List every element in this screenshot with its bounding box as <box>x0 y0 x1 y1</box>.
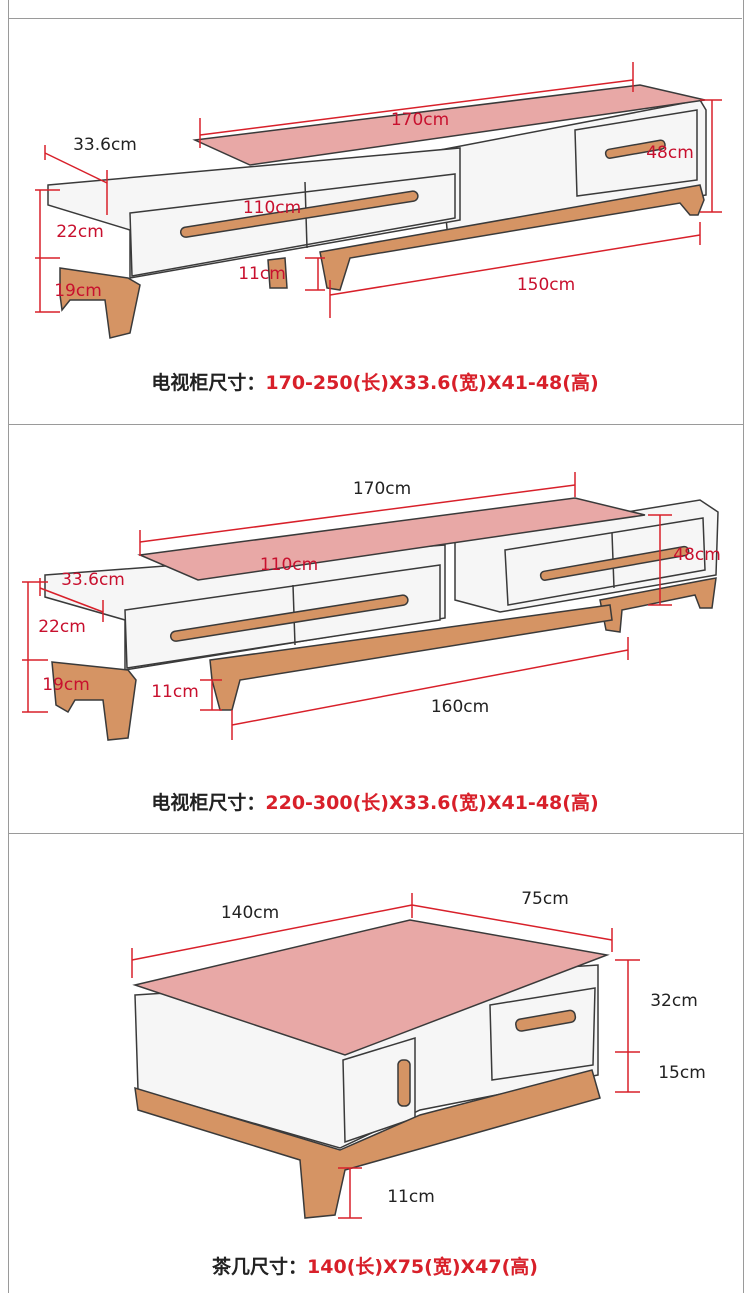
right-drawer-handle <box>604 139 666 159</box>
table-drawer-right <box>489 987 596 1081</box>
right-base-frame <box>319 184 705 291</box>
dim-2-depth: 33.6cm <box>61 570 125 590</box>
left-base-frame-2 <box>209 604 613 711</box>
dim-3-gap: 11cm <box>387 1187 435 1207</box>
caption-3: 茶几尺寸：140(长)X75(宽)X47(高) <box>0 1252 750 1279</box>
caption-2-value: 220-300(长)X33.6(宽)X41-48(高) <box>265 792 599 814</box>
tv-cabinet-1-drawing: 170cm 33.6cm 48cm 110cm 22cm 19cm 11cm 1… <box>35 62 722 339</box>
tv-cabinet-2-drawing: 170cm 33.6cm 48cm 110cm 22cm 19cm 11cm 1… <box>22 472 721 741</box>
coffee-table-drawing: 140cm 75cm 32cm 15cm 11cm <box>131 889 706 1219</box>
coffee-table-panel <box>8 834 744 1293</box>
caption-1: 电视柜尺寸：170-250(长)X33.6(宽)X41-48(高) <box>0 368 750 395</box>
table-base-frame <box>134 1069 601 1219</box>
dim-1-drawer: 110cm <box>243 198 301 218</box>
dim-3-lower: 15cm <box>658 1063 706 1083</box>
dim-1-gap: 11cm <box>238 264 286 284</box>
dim-1-height: 48cm <box>646 143 694 163</box>
left-drawer-handle-2 <box>169 594 409 642</box>
dim-2-upper: 22cm <box>38 617 86 637</box>
table-top-surface <box>132 919 610 1056</box>
dim-2-gap: 11cm <box>151 682 199 702</box>
caption-3-label: 茶几尺寸： <box>212 1256 308 1278</box>
tv-cabinet-1-panel <box>8 0 744 425</box>
left-leg-front-2 <box>51 661 137 741</box>
dim-1-depth: 33.6cm <box>73 135 137 155</box>
caption-1-label: 电视柜尺寸： <box>151 372 266 394</box>
table-drawer-handle-front <box>397 1059 411 1107</box>
top-divider <box>8 18 742 19</box>
dim-3-upper: 32cm <box>650 991 698 1011</box>
cabinet-2-top-surface <box>137 497 646 581</box>
dim-1-leg: 19cm <box>54 281 102 301</box>
dim-2-height: 48cm <box>673 545 721 565</box>
caption-2: 电视柜尺寸：220-300(长)X33.6(宽)X41-48(高) <box>0 788 750 815</box>
dim-3-width: 75cm <box>521 889 569 909</box>
dim-1-upper: 22cm <box>56 222 104 242</box>
tv-cabinet-2-panel <box>8 425 744 834</box>
right-base-frame-2 <box>599 577 717 633</box>
dim-2-length: 170cm <box>353 479 411 499</box>
dim-2-base: 160cm <box>431 697 489 717</box>
dim-2-drawer: 110cm <box>260 555 318 575</box>
dim-2-leg: 19cm <box>42 675 90 695</box>
dim-3-length: 140cm <box>221 903 279 923</box>
right-drawer-handle-2 <box>539 545 690 581</box>
table-drawer-handle-right <box>515 1009 577 1032</box>
left-leg-front <box>59 267 141 339</box>
dim-1-length: 170cm <box>391 110 449 130</box>
caption-3-value: 140(长)X75(宽)X47(高) <box>307 1256 538 1278</box>
left-leg-back <box>267 257 288 289</box>
caption-1-value: 170-250(长)X33.6(宽)X41-48(高) <box>265 372 599 394</box>
caption-2-label: 电视柜尺寸： <box>151 792 266 814</box>
dim-1-base: 150cm <box>517 275 575 295</box>
left-drawer-handle <box>179 190 419 238</box>
